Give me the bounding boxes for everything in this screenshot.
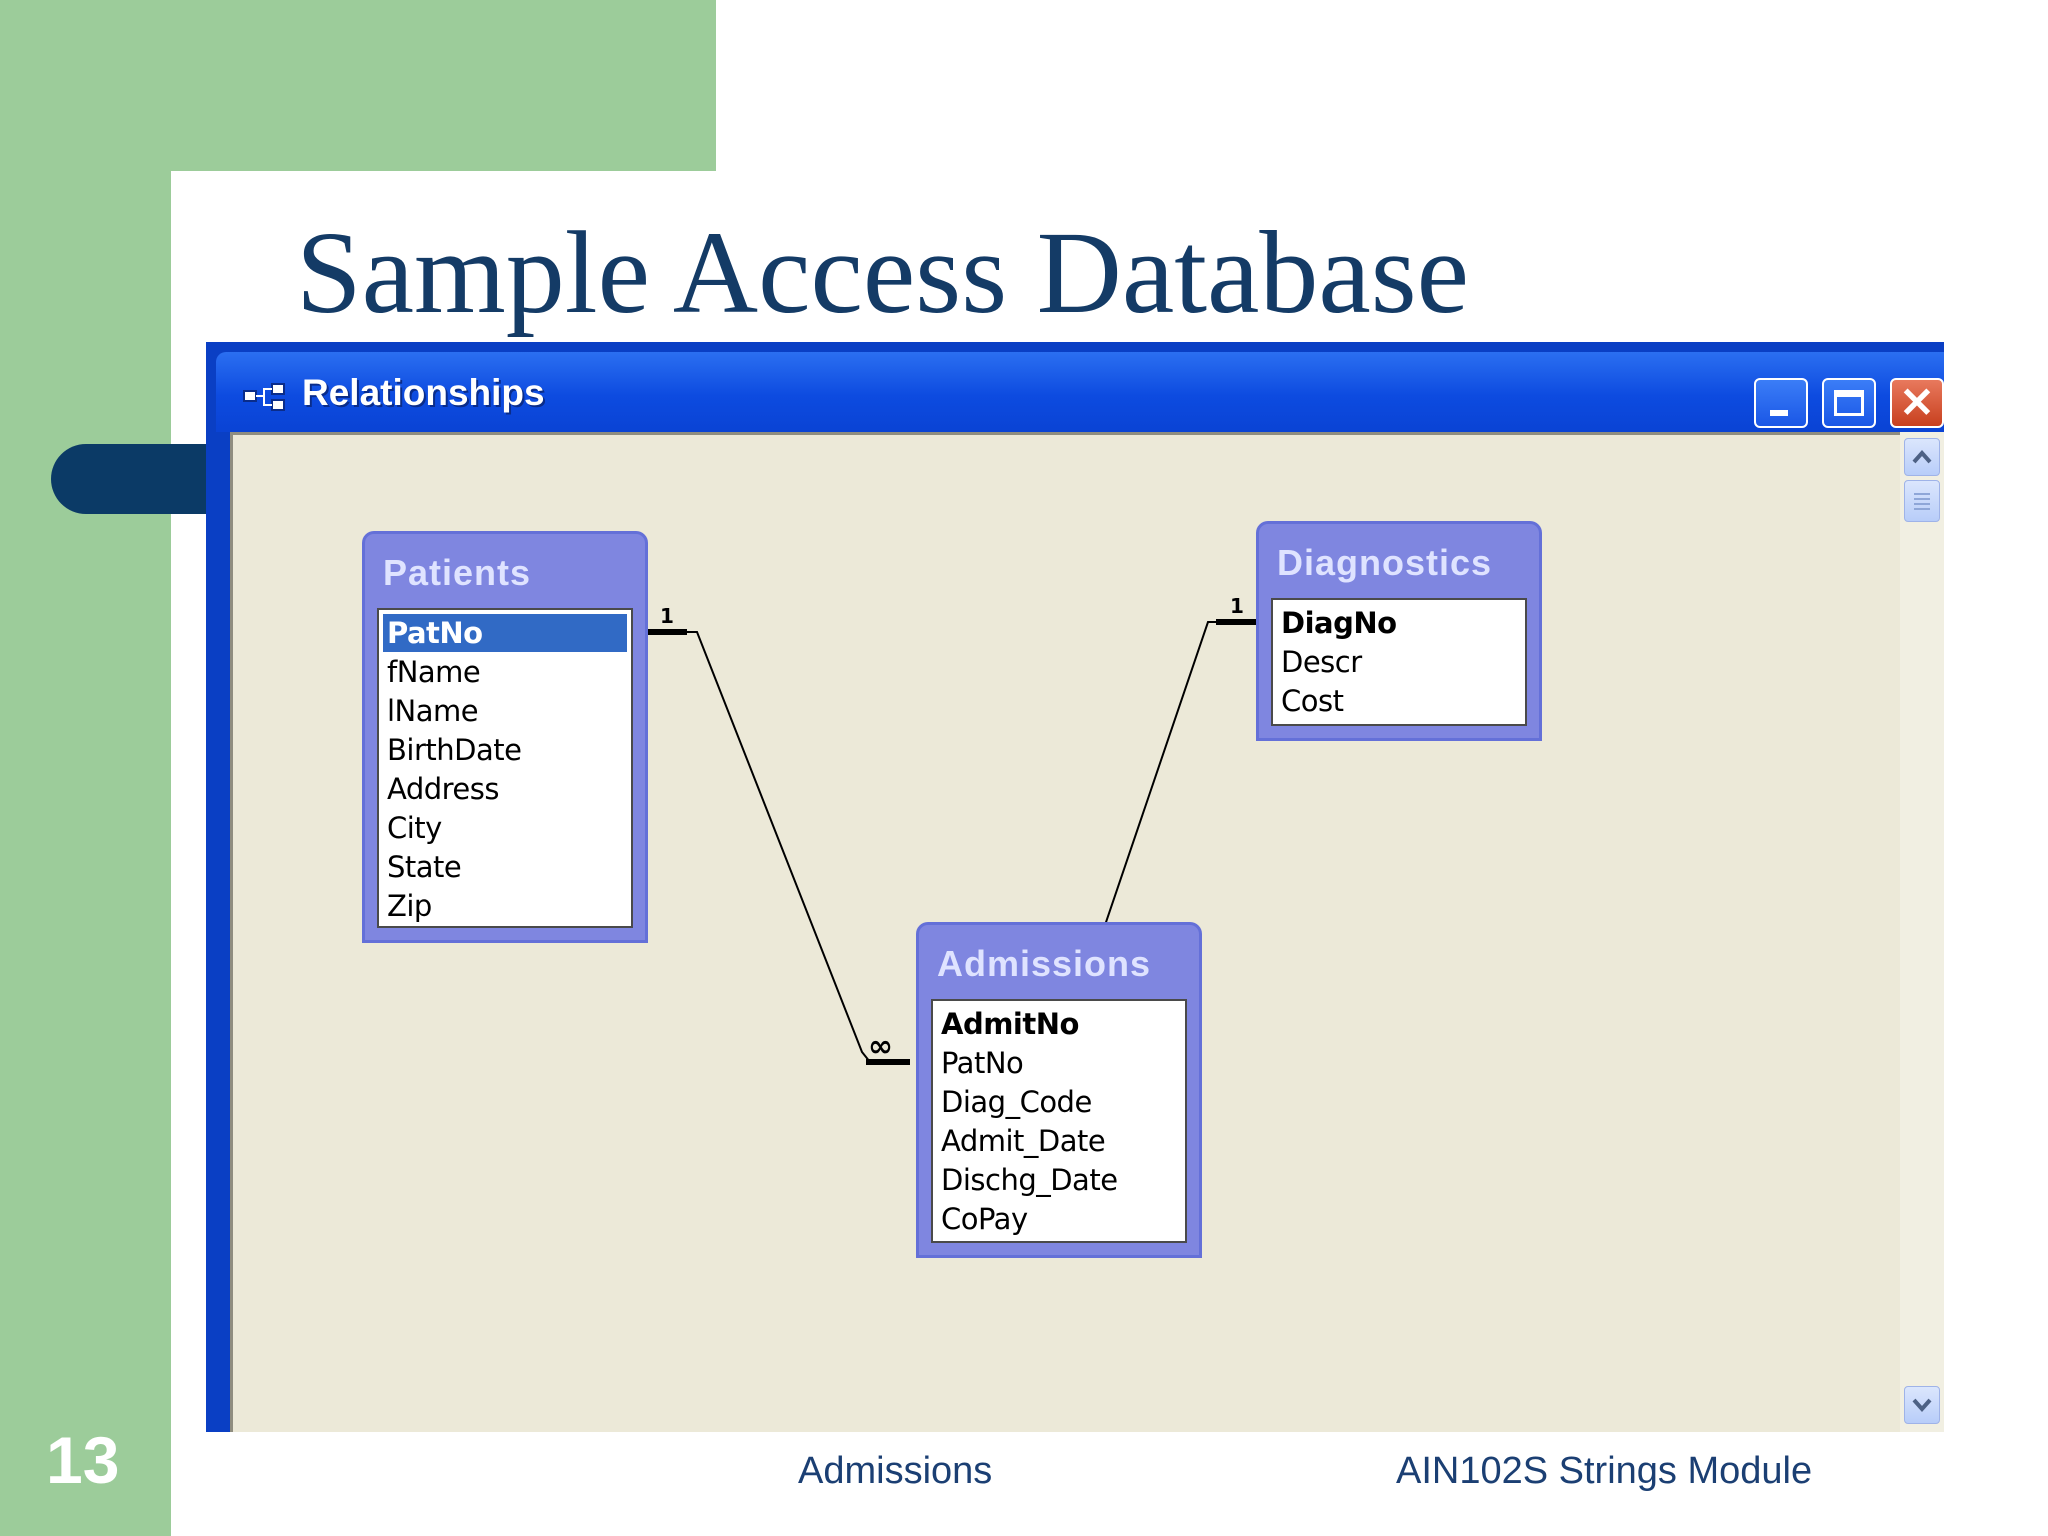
field-item[interactable]: Diag_Code (941, 1085, 1092, 1119)
relationships-canvas[interactable]: 1 ∞ 1 ∞ Patients PatNo fName lName Birth… (230, 432, 1944, 1432)
table-title: Diagnostics (1277, 542, 1493, 583)
field-item[interactable]: Admit_Date (941, 1124, 1106, 1158)
minimize-icon (1770, 410, 1788, 416)
field-item[interactable]: Cost (1281, 684, 1344, 718)
close-icon: ✕ (1899, 379, 1935, 426)
relationship-patients-admissions: 1 ∞ (642, 604, 910, 1065)
field-list: DiagNo Descr Cost (1271, 598, 1527, 726)
field-item[interactable]: City (387, 811, 442, 845)
slide-title: Sample Access Database (296, 207, 1470, 338)
scroll-down-button[interactable] (1904, 1386, 1940, 1424)
maximize-button[interactable] (1822, 378, 1876, 428)
field-item[interactable]: PatNo (941, 1046, 1024, 1080)
field-list: PatNo fName lName BirthDate Address City… (377, 608, 633, 928)
window-title: Relationships (302, 372, 545, 413)
field-item[interactable]: PatNo (383, 614, 627, 652)
scroll-thumb[interactable] (1904, 480, 1940, 522)
field-item[interactable]: Descr (1281, 645, 1362, 679)
field-item[interactable]: CoPay (941, 1202, 1028, 1236)
table-title: Admissions (937, 943, 1152, 984)
table-title: Patients (383, 552, 532, 593)
field-item[interactable]: DiagNo (1281, 606, 1397, 640)
window-titlebar[interactable]: Relationships ✕ (216, 352, 1944, 432)
one-label: 1 (660, 604, 674, 628)
relationships-icon (243, 383, 285, 411)
field-item[interactable]: Zip (387, 889, 432, 923)
field-item[interactable]: fName (387, 655, 481, 689)
field-item[interactable]: AdmitNo (941, 1007, 1079, 1041)
scroll-up-button[interactable] (1904, 438, 1940, 476)
many-label: ∞ (868, 1029, 893, 1064)
relationships-window: Relationships ✕ (206, 342, 1944, 1432)
footer-right: AIN102S Strings Module (1396, 1450, 1813, 1492)
grip-icon (1914, 493, 1930, 510)
minimize-button[interactable] (1754, 378, 1808, 428)
table-admissions[interactable]: Admissions AdmitNo PatNo Diag_Code Admit… (916, 922, 1202, 1258)
table-patients[interactable]: Patients PatNo fName lName BirthDate Add… (362, 531, 648, 943)
slide-number: 13 (46, 1423, 120, 1497)
footer-center: Admissions (798, 1450, 993, 1492)
field-item[interactable]: BirthDate (387, 733, 522, 767)
maximize-icon (1834, 390, 1864, 416)
field-item[interactable]: lName (387, 694, 479, 728)
vertical-scrollbar[interactable] (1900, 432, 1944, 1432)
chevron-down-icon (1912, 1398, 1932, 1413)
field-item[interactable]: Dischg_Date (941, 1163, 1118, 1197)
field-list: AdmitNo PatNo Diag_Code Admit_Date Disch… (931, 999, 1187, 1243)
table-diagnostics[interactable]: Diagnostics DiagNo Descr Cost (1256, 521, 1542, 741)
one-label: 1 (1230, 594, 1244, 618)
field-item[interactable]: Address (387, 772, 500, 806)
chevron-up-icon (1912, 449, 1932, 464)
close-button[interactable]: ✕ (1890, 378, 1944, 428)
field-item[interactable]: State (387, 850, 462, 884)
green-background-left (0, 0, 171, 1536)
